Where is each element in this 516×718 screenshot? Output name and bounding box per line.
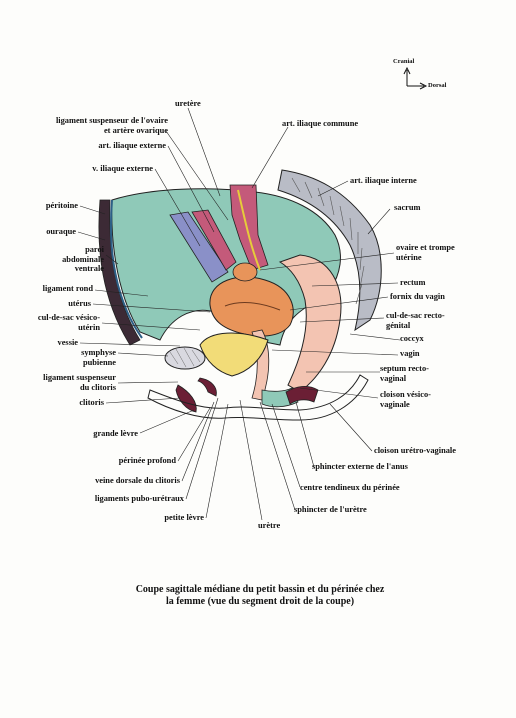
caption-line-1: Coupe sagittale médiane du petit bassin … (60, 584, 460, 596)
label-uterus: utérus (20, 299, 91, 309)
label-ligament-rond: ligament rond (10, 284, 93, 294)
label-cloison-vesico-vaginale: cloison vésico- vaginale (380, 390, 431, 409)
label-ligaments-pubo-uretraux: ligaments pubo-urétraux (60, 494, 184, 504)
label-cul-de-sac-vesico-uterin: cul-de-sac vésico- utérin (10, 313, 100, 332)
label-cloison-uretro-vaginale: cloison urétro-vaginale (374, 446, 456, 456)
clitoris-shape (198, 378, 216, 396)
label-v-iliaque-externe: v. iliaque externe (60, 164, 153, 174)
label-uretre: urètre (258, 521, 280, 531)
label-grande-levre: grande lèvre (60, 429, 138, 439)
labia-majora (176, 385, 196, 412)
label-vessie: vessie (20, 338, 78, 348)
label-peritoine: péritoine (10, 201, 78, 211)
label-paroi-abdominale: paroi abdominale ventrale (20, 245, 104, 274)
label-uretere: uretère (175, 99, 201, 109)
orientation-arrows (404, 68, 426, 89)
label-ouraque: ouraque (10, 227, 76, 237)
label-art-iliaque-externe: art. iliaque externe (60, 141, 166, 151)
caption-line-2: la femme (vue du segment droit de la cou… (60, 596, 460, 608)
label-petite-levre: petite lèvre (130, 513, 204, 523)
label-ligament-suspenseur-clitoris: ligament suspenseur du clitoris (10, 373, 116, 392)
label-rectum: rectum (400, 278, 425, 288)
orientation-dorsal: Dorsal (428, 82, 446, 89)
label-veine-dorsale-clitoris: veine dorsale du clitoris (60, 476, 180, 486)
label-art-iliaque-commune: art. iliaque commune (282, 119, 358, 129)
label-art-iliaque-interne: art. iliaque interne (350, 176, 417, 186)
label-sphincter-anus: sphincter externe de l'anus (312, 462, 408, 472)
label-cul-de-sac-recto-genital: cul-de-sac recto- génital (386, 311, 445, 330)
figure-caption: Coupe sagittale médiane du petit bassin … (60, 584, 460, 608)
ovary (233, 263, 257, 281)
label-septum-recto-vaginal: septum recto- vaginal (380, 364, 429, 383)
label-sacrum: sacrum (394, 203, 421, 213)
label-perinee-profond: périnée profond (80, 456, 176, 466)
label-vagin: vagin (400, 349, 420, 359)
label-fornix-vagin: fornix du vagin (390, 292, 445, 302)
orientation-cranial: Cranial (393, 58, 414, 65)
label-coccyx: coccyx (400, 334, 424, 344)
label-centre-tendineux: centre tendineux du périnée (300, 483, 400, 493)
label-sphincter-uretre: sphincter de l'urètre (294, 505, 367, 515)
label-ovaire-trompe: ovaire et trompe utérine (396, 243, 455, 262)
label-clitoris: clitoris (30, 398, 104, 408)
label-symphyse-pubienne: symphyse pubienne (30, 348, 116, 367)
label-ligament-suspenseur-ovaire: ligament suspenseur de l'ovaire et artèr… (30, 116, 168, 135)
